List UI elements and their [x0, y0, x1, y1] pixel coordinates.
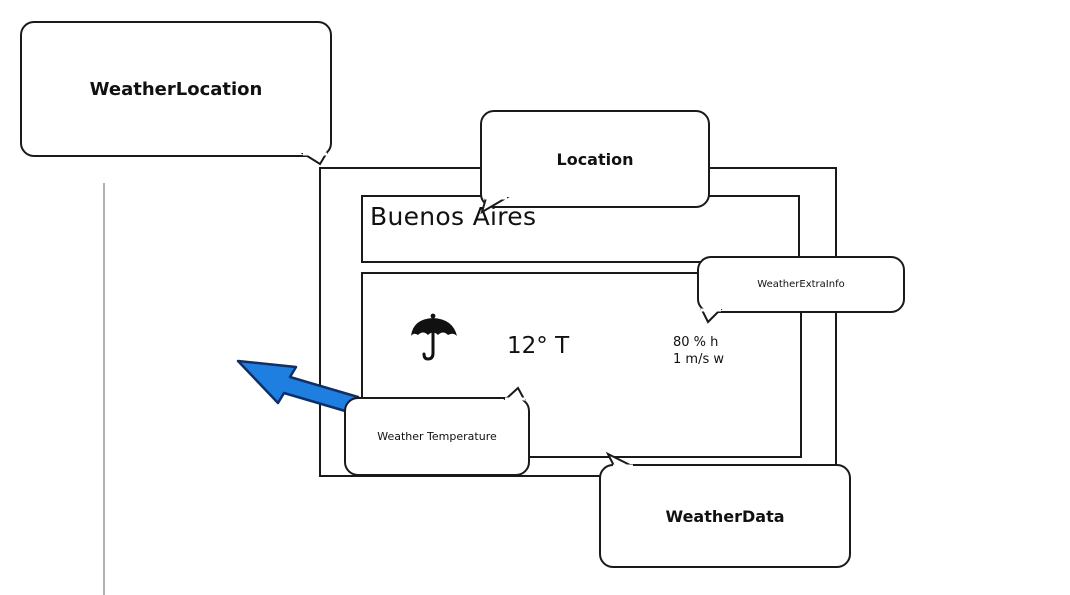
callout-tail: [503, 386, 526, 401]
temperature-label: 12° T: [507, 333, 570, 359]
callout-weather-extra-info-label: WeatherExtraInfo: [757, 279, 845, 290]
pointer-arrow: [236, 359, 360, 415]
callout-weather-location-label: WeatherLocation: [89, 78, 263, 100]
wind-label: 1 m/s w: [673, 352, 724, 367]
callout-weather-location: WeatherLocation: [20, 21, 332, 157]
callout-weather-temperature: Weather Temperature: [344, 397, 530, 476]
callout-tail: [605, 451, 633, 468]
humidity-label: 80 % h: [673, 335, 719, 350]
divider-line: [103, 183, 105, 595]
umbrella-icon: [411, 313, 457, 361]
callout-weather-temperature-label: Weather Temperature: [377, 430, 497, 443]
callout-tail: [480, 196, 510, 215]
callout-tail: [300, 152, 328, 166]
callout-weather-data-label: WeatherData: [665, 506, 785, 526]
callout-location-label: Location: [556, 149, 634, 169]
callout-location: Location: [480, 110, 710, 208]
callout-tail: [700, 308, 723, 324]
callout-weather-extra-info: WeatherExtraInfo: [697, 256, 905, 313]
callout-weather-data: WeatherData: [599, 464, 851, 568]
